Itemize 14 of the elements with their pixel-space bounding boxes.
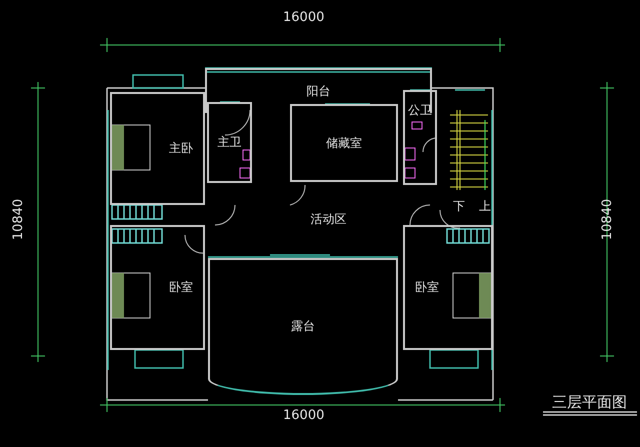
room: 储藏室	[290, 104, 398, 182]
stair-direction-text: 下	[453, 198, 465, 215]
room: 卧室	[403, 225, 493, 350]
dimension-text: 10840	[11, 198, 26, 240]
room: 主卧	[110, 92, 205, 205]
dimension-text: 16000	[283, 10, 324, 25]
dimension-text: 10840	[600, 198, 616, 240]
room-label: 活动区	[252, 185, 405, 253]
room: 卧室	[110, 225, 205, 350]
dimension-text: 16000	[283, 408, 324, 423]
terrace-room: 露台	[208, 258, 398, 395]
room: 主卫	[207, 102, 252, 183]
plan-title: 三层平面图	[552, 393, 627, 412]
stair-direction-text: 上	[479, 198, 491, 215]
